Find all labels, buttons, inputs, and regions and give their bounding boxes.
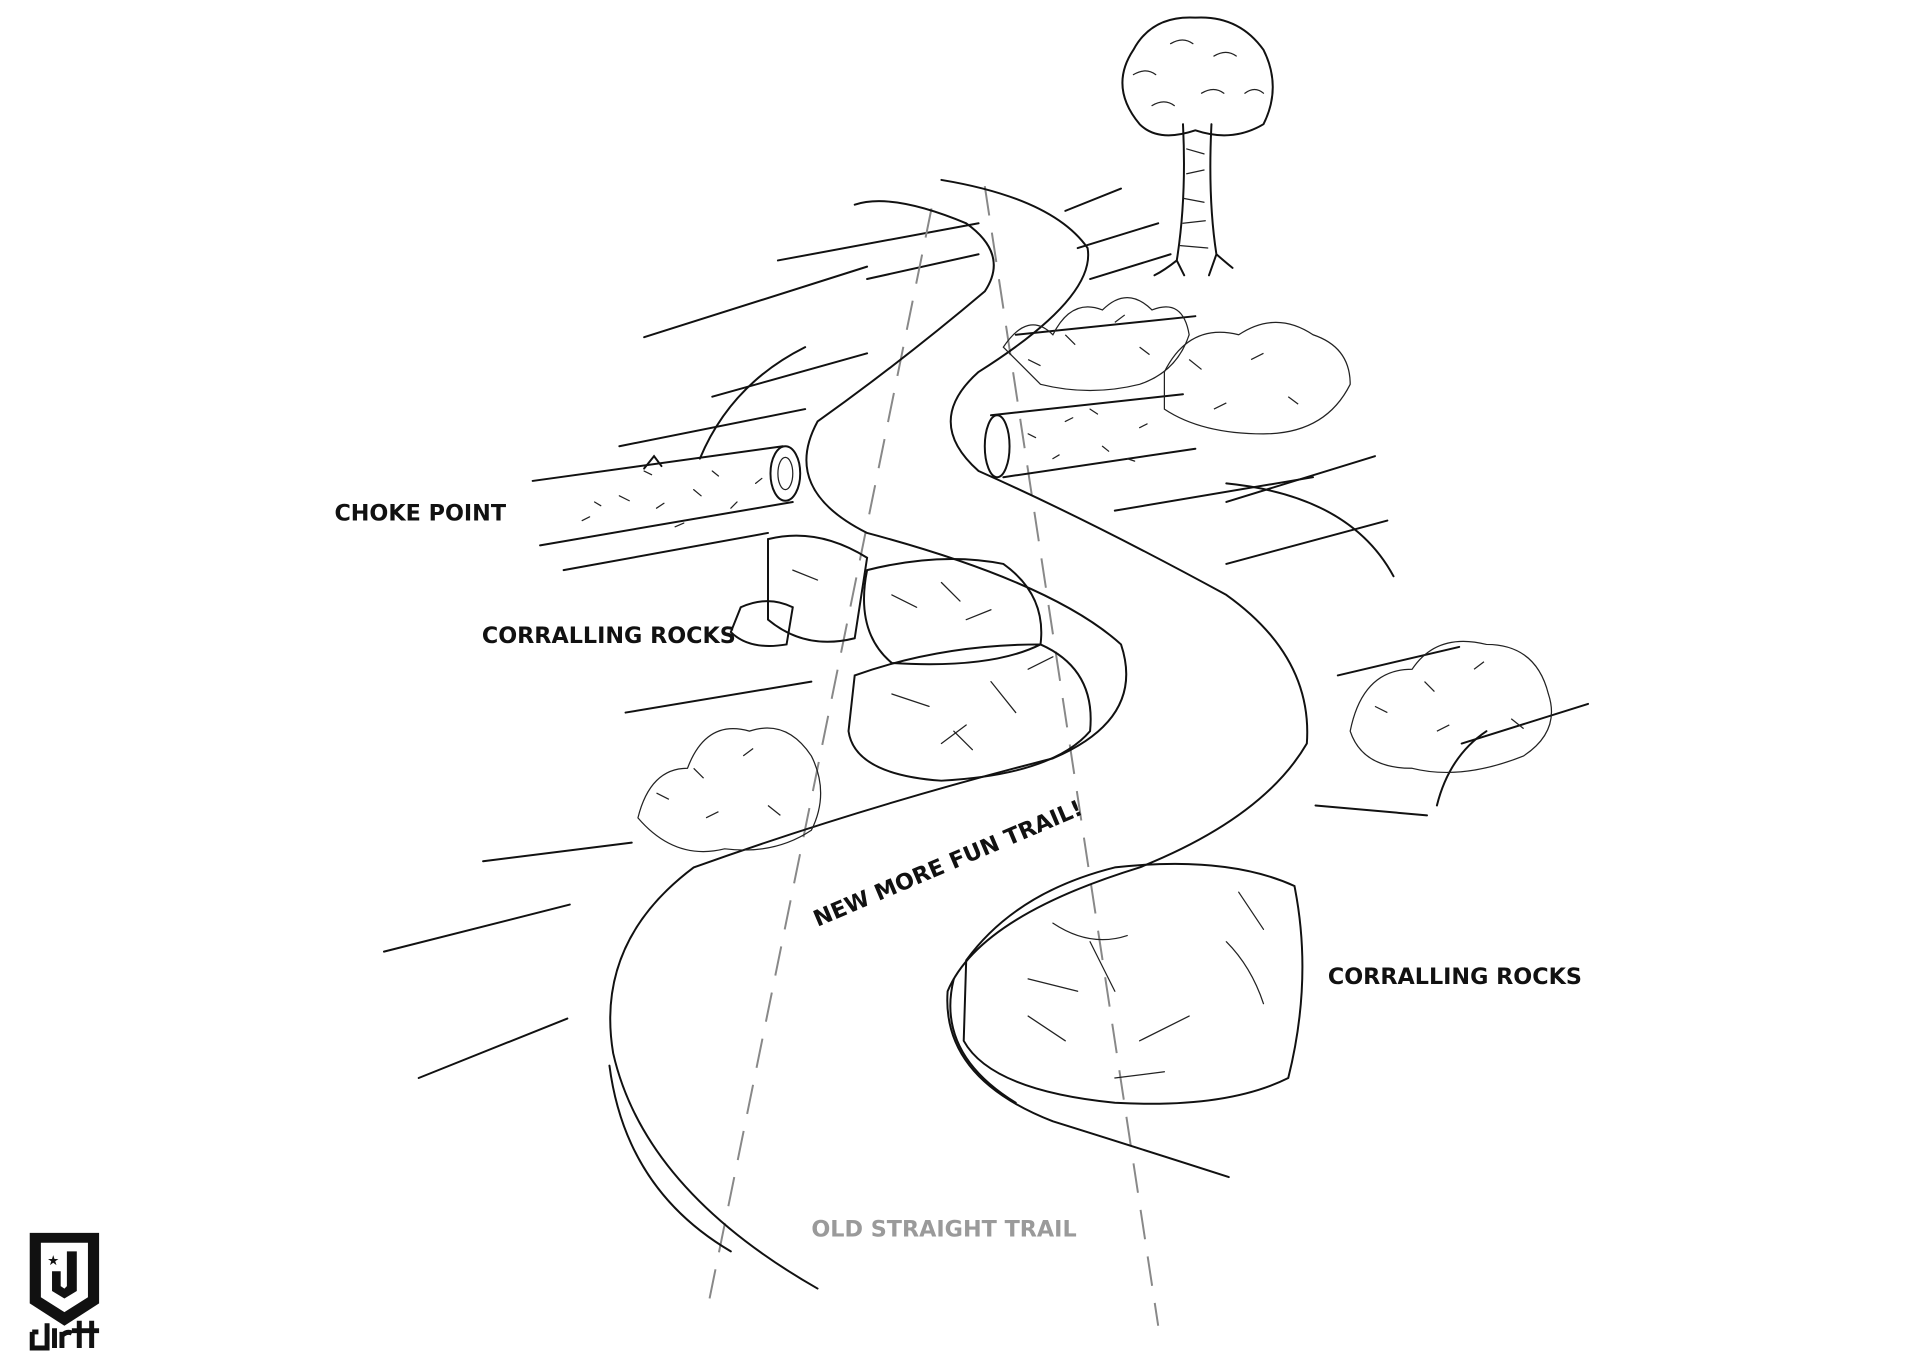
label-choke-point: CHOKE POINT [334, 501, 506, 527]
old-trail-lines [707, 185, 1160, 1326]
corralling-rocks-left [729, 534, 1092, 782]
label-old-trail: OLD STRAIGHT TRAIL [811, 1217, 1076, 1243]
svg-text:★: ★ [47, 1253, 59, 1269]
bush-lower-left [637, 727, 822, 853]
bush-upper [1002, 296, 1351, 435]
label-corralling-rocks-right: CORRALLING ROCKS [1328, 964, 1582, 990]
label-corralling-rocks-left: CORRALLING ROCKS [482, 623, 736, 649]
tree [1121, 16, 1274, 277]
dirtt-logo: ★ [29, 1232, 100, 1351]
corralling-rocks-right [962, 862, 1304, 1105]
fallen-log-left [531, 445, 802, 547]
bush-right [1349, 640, 1553, 774]
fallen-log-right [983, 393, 1197, 479]
bushes [637, 296, 1553, 853]
terrain-lines [383, 187, 1590, 1079]
new-trail-path [608, 178, 1309, 1290]
